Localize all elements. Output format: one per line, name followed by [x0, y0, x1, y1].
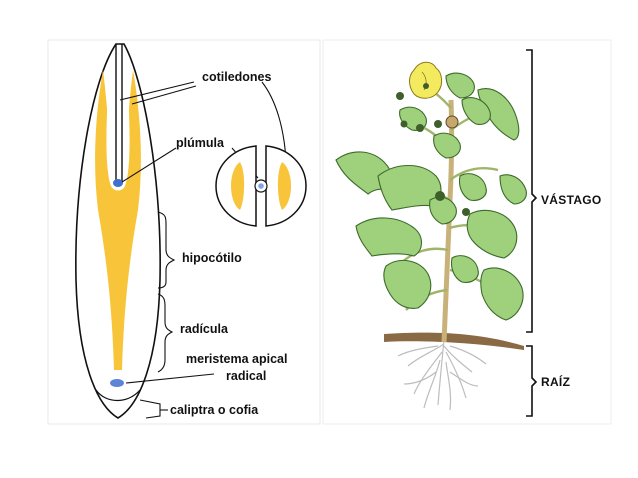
raiz-bracket [526, 345, 538, 417]
embryo-panel: cotiledones plúmula hipocótilo radícula … [47, 39, 321, 425]
flower-petals [409, 61, 443, 99]
label-radicula: radícula [180, 322, 229, 336]
leaf-left-lower [355, 217, 423, 257]
bud-3 [400, 120, 408, 128]
bud-6 [435, 191, 445, 201]
bud-5 [396, 92, 404, 100]
bud-4 [434, 120, 442, 128]
label-meristema-line1: meristema apical [186, 352, 287, 366]
plumule-cavity [106, 90, 130, 191]
leaf-center-1 [429, 196, 457, 225]
leaf-center-2 [458, 173, 487, 201]
soil-line [384, 332, 524, 350]
meristema-leader [125, 373, 215, 384]
calyptra-arc [95, 389, 141, 402]
label-plumula: plúmula [176, 136, 225, 150]
plumula-leader-1 [121, 147, 177, 183]
flower [409, 61, 443, 99]
cross-section-cotyledon-left [231, 162, 245, 210]
label-hipocotilo: hipocótilo [182, 251, 242, 265]
label-cotiledones: cotiledones [202, 70, 272, 84]
leaves [335, 72, 527, 321]
leaf-top-2 [461, 97, 491, 125]
caliptra-bracket [139, 399, 161, 419]
cotiledones-leader-3 [261, 81, 287, 161]
cotiledones-leader-1 [119, 81, 195, 101]
cotiledones-leader-2 [131, 85, 197, 105]
leaf-top-1 [445, 72, 475, 99]
cross-section-cotyledon-right [277, 162, 291, 210]
bud-1 [445, 115, 459, 129]
bud-2 [416, 124, 424, 132]
leaf-lowmid-1 [450, 255, 479, 283]
leaf-right-small [499, 174, 527, 205]
label-vastago: VÁSTAGO [541, 192, 602, 207]
embryo-panel-frame [47, 39, 321, 425]
label-caliptra: caliptra o cofia [170, 403, 259, 417]
cross-section-plumule-dot [258, 183, 264, 189]
leaf-right-lower [480, 267, 524, 321]
radicula-bracket [157, 293, 174, 373]
bud-7 [462, 208, 470, 216]
seed-cross-section [215, 145, 307, 227]
leaf-center-3 [433, 132, 461, 159]
leaf-left-bottom [383, 259, 432, 309]
leaf-right-mid [466, 209, 518, 259]
buds [396, 92, 470, 216]
label-meristema-line2: radical [226, 369, 266, 383]
hipocotilo-bracket [157, 211, 176, 289]
flower-center [423, 83, 429, 89]
plumule-dot [113, 179, 123, 187]
plant-panel-frame [322, 39, 612, 425]
label-raiz: RAÍZ [541, 374, 570, 389]
vastago-bracket [526, 49, 538, 333]
radical-meristem-dot [110, 379, 124, 387]
plant-panel: VÁSTAGO RAÍZ [322, 39, 612, 425]
roots [397, 339, 487, 411]
